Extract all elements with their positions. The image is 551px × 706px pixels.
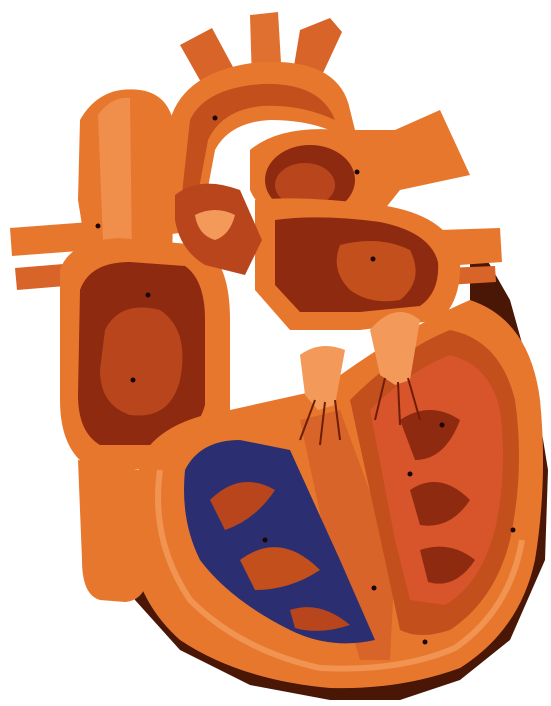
marker-dot <box>355 170 360 175</box>
marker-dot <box>371 257 376 262</box>
marker-dot <box>440 423 445 428</box>
marker-dot <box>131 378 136 383</box>
marker-dot <box>96 224 101 229</box>
marker-dot <box>263 538 268 543</box>
marker-dot <box>408 472 413 477</box>
marker-dot <box>146 293 151 298</box>
marker-dot <box>423 640 428 645</box>
marker-dot <box>213 116 218 121</box>
marker-dot <box>511 528 516 533</box>
right-atrium-inner-highlight <box>100 308 183 416</box>
marker-dot <box>372 586 377 591</box>
